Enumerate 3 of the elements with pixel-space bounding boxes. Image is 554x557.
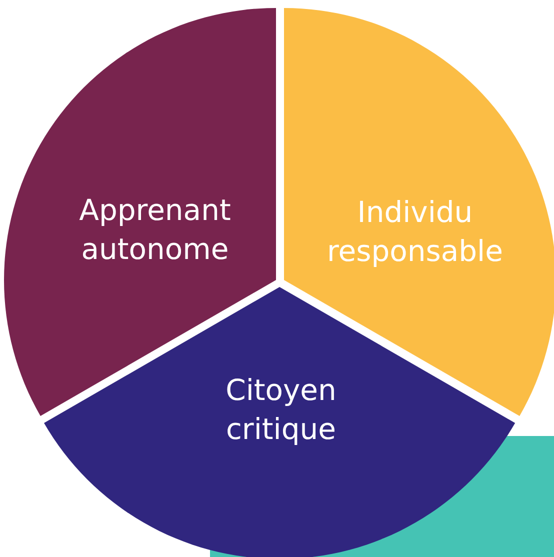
- sector-label: Individu responsable: [327, 194, 503, 270]
- sector-label: Apprenant autonome: [79, 192, 231, 268]
- sector-label: Citoyen critique: [226, 372, 336, 448]
